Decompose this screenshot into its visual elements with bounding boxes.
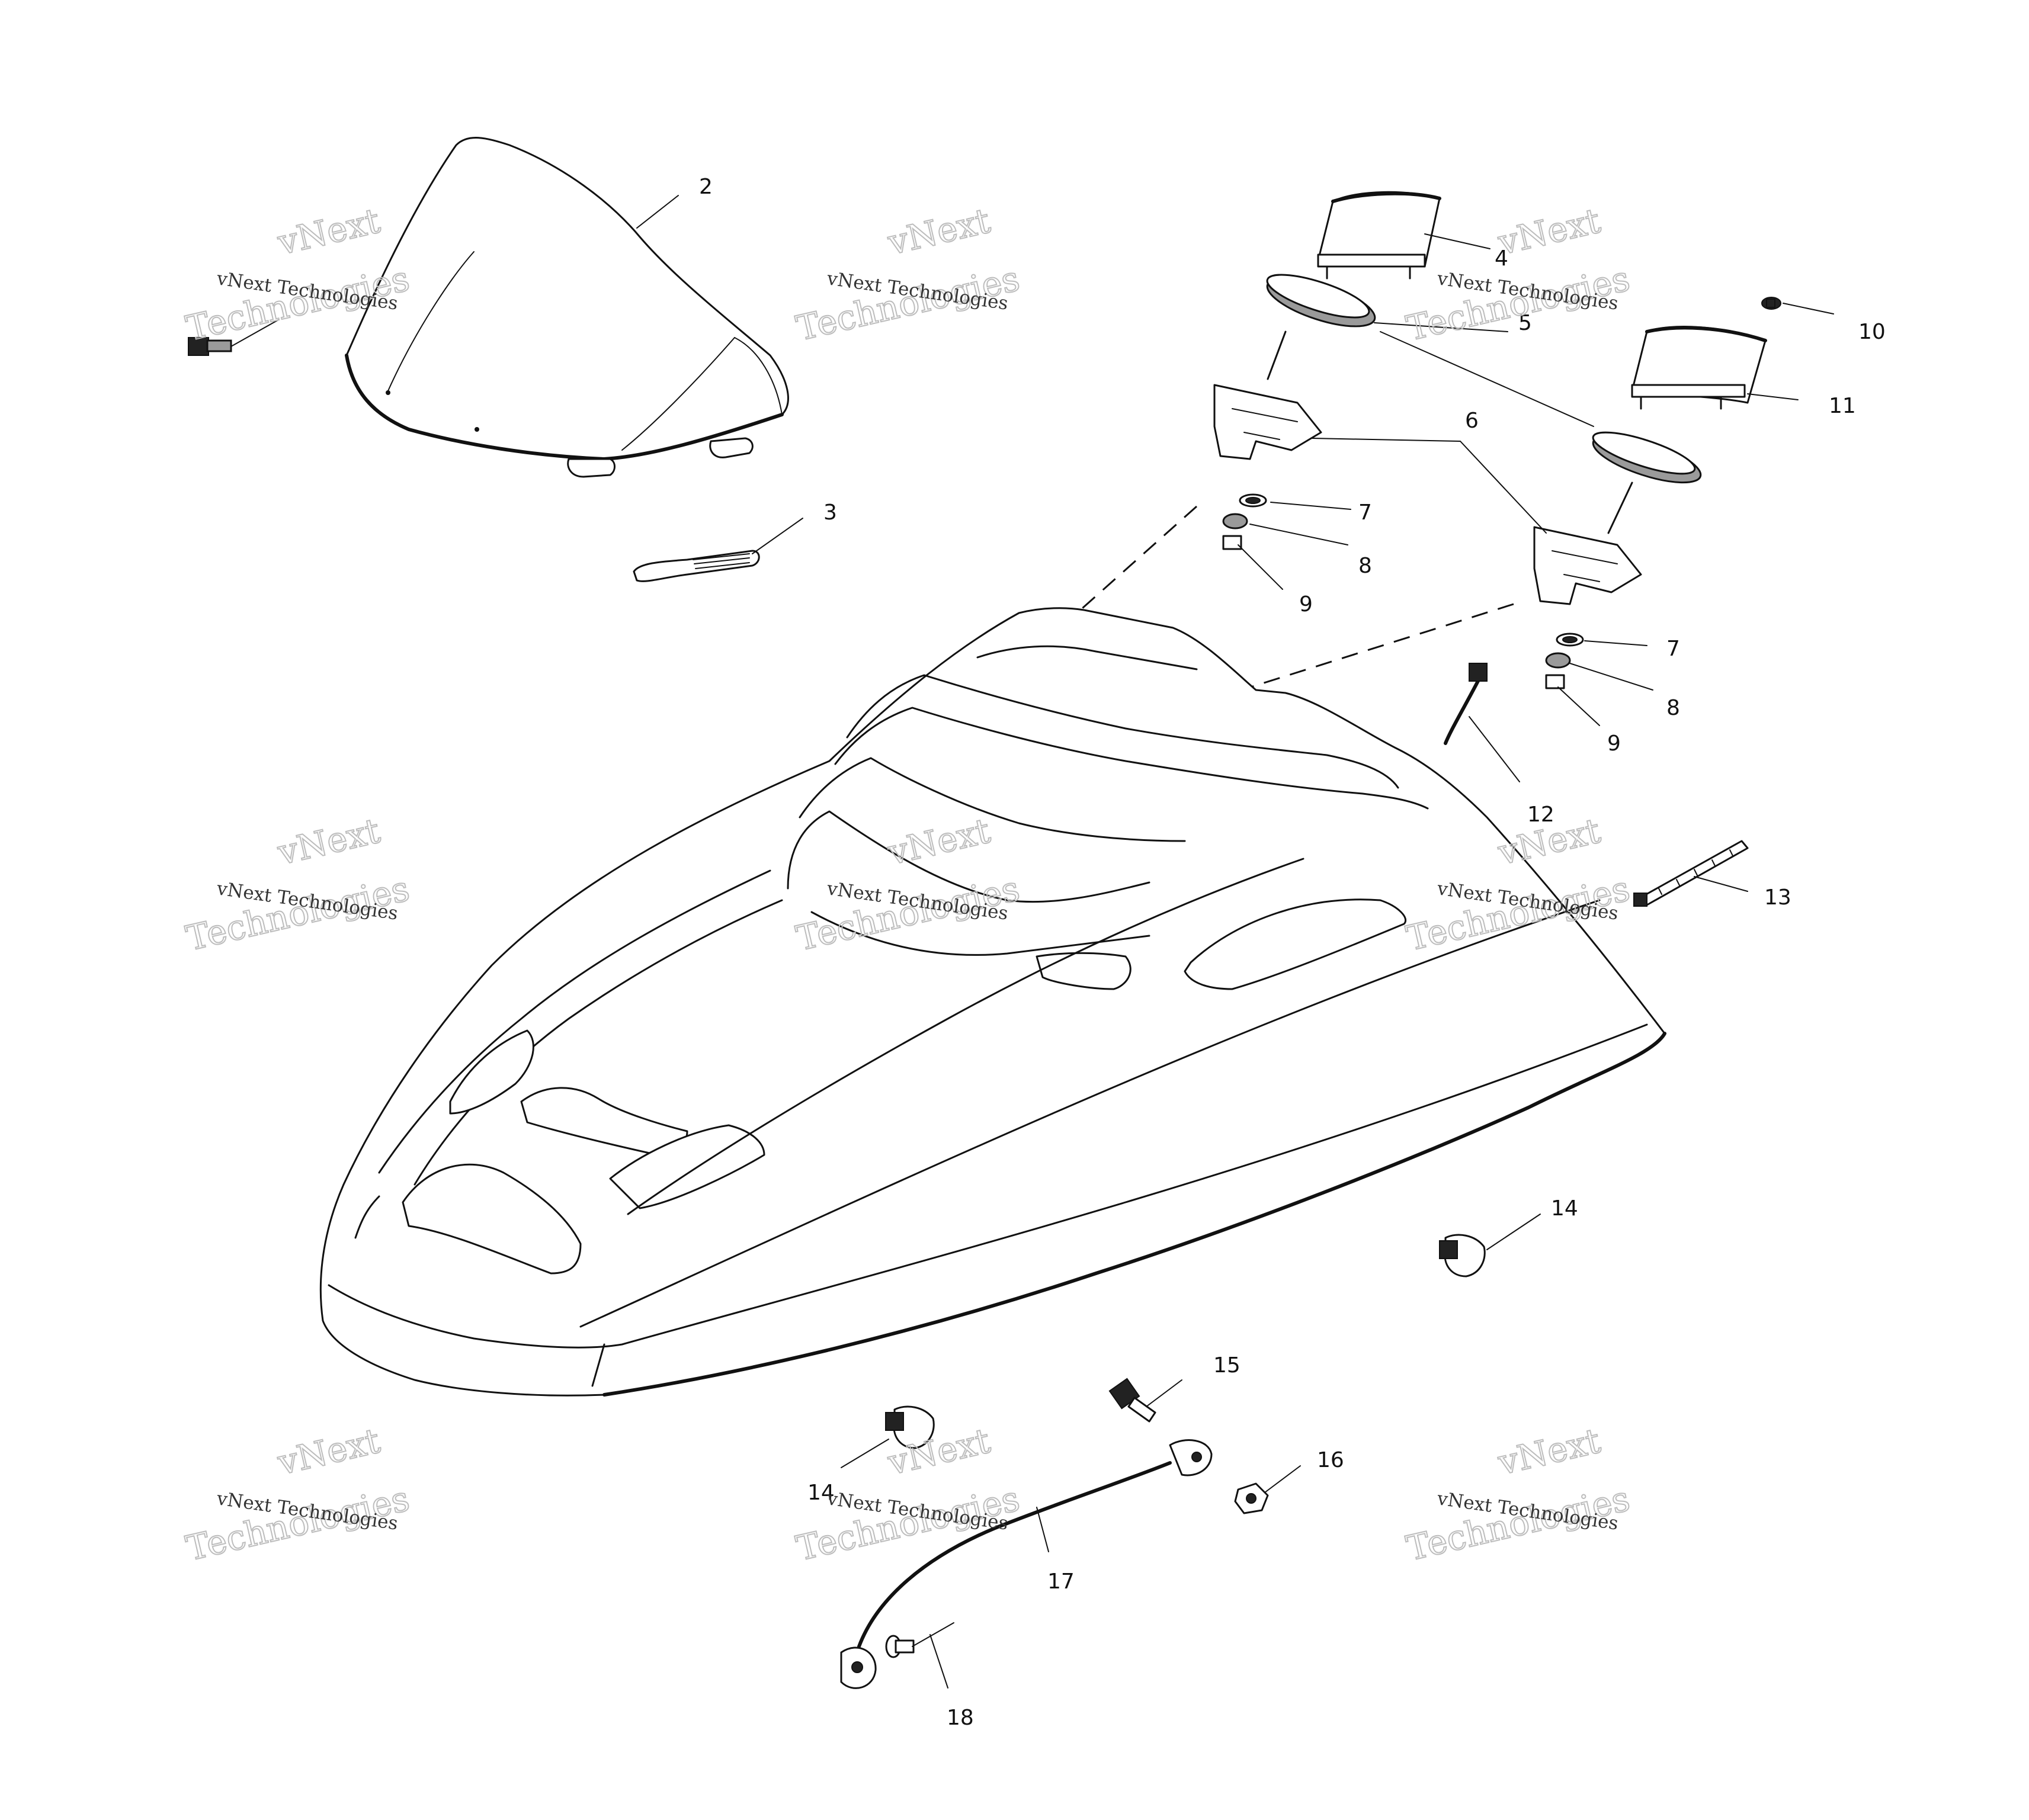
tether-cable-17 (840, 1439, 1213, 1689)
callout-4: 4 (1495, 246, 1508, 271)
watermark-vnext: vNext (1494, 1420, 1604, 1483)
callout-8-right: 8 (1666, 696, 1680, 720)
washer-7-upper (1239, 493, 1267, 508)
callout-8-upper: 8 (1358, 554, 1372, 578)
callout-17: 17 (1047, 1569, 1075, 1594)
watermark-vnext: vNext (274, 200, 384, 263)
spring-washer-8-upper (1222, 513, 1248, 529)
mount-bracket-right (1533, 482, 1642, 605)
watermark-2: vNext Technologies vNext Technologies (792, 200, 1024, 349)
small-screw-10 (1761, 297, 1781, 310)
nut-16 (1234, 1482, 1269, 1514)
watermark-vnext: vNext (1494, 200, 1604, 263)
callout-9-upper: 9 (1299, 592, 1313, 617)
rivet-18 (885, 1622, 954, 1658)
windshield (345, 136, 789, 478)
gasket-ring-upper (1266, 274, 1376, 328)
gauge-housing-upper (1317, 191, 1441, 280)
hood-body (319, 607, 1666, 1397)
callout-7-upper: 7 (1358, 500, 1372, 525)
clip-14-right (1439, 1234, 1486, 1277)
watermark-vnext: vNext (884, 200, 994, 263)
callout-12: 12 (1527, 803, 1554, 827)
nut-9-right (1545, 674, 1565, 689)
callout-11: 11 (1829, 394, 1856, 418)
callout-7-right: 7 (1666, 637, 1680, 661)
strap-part (633, 550, 760, 582)
gasket-ring-right (1592, 431, 1702, 484)
watermark-7: vNext Technologies vNext Technologies (182, 1420, 414, 1569)
clip-14-left (885, 1405, 935, 1449)
alignment-line-upper (1060, 505, 1197, 629)
callout-labels: 2 3 4 5 6 7 8 9 10 11 7 8 9 12 13 14 15 … (699, 175, 1886, 1730)
callout-15: 15 (1213, 1353, 1241, 1378)
callout-5: 5 (1518, 311, 1532, 335)
gauge-housing-right (1631, 326, 1767, 410)
mount-bracket-upper (1213, 330, 1322, 460)
watermark-9: vNext Technologies vNext Technologies (1402, 1420, 1634, 1569)
nut-9-upper (1222, 535, 1242, 550)
washer-7-right (1556, 633, 1584, 647)
callout-6: 6 (1465, 409, 1479, 433)
watermark-4: vNext Technologies vNext Technologies (182, 810, 414, 959)
callout-16: 16 (1317, 1448, 1344, 1472)
callout-18: 18 (947, 1706, 974, 1730)
callout-2: 2 (699, 175, 713, 199)
leader-lines (636, 195, 1834, 1689)
callout-14-right: 14 (1551, 1196, 1578, 1221)
callout-3: 3 (823, 500, 837, 525)
screw-fastener-left (188, 319, 279, 356)
callout-13: 13 (1764, 885, 1791, 910)
cable-tie-13 (1633, 840, 1749, 907)
watermark-vnext: vNext (274, 1420, 384, 1483)
watermark-vnext: vNext (274, 810, 384, 873)
callout-9-right: 9 (1607, 731, 1621, 756)
bolt-15 (1108, 1378, 1156, 1423)
callout-14-left: 14 (807, 1481, 835, 1505)
spring-washer-8-right (1545, 652, 1571, 669)
wire-harness-12 (1444, 663, 1488, 745)
callout-10: 10 (1858, 320, 1886, 344)
alignment-line-right (1232, 603, 1514, 694)
